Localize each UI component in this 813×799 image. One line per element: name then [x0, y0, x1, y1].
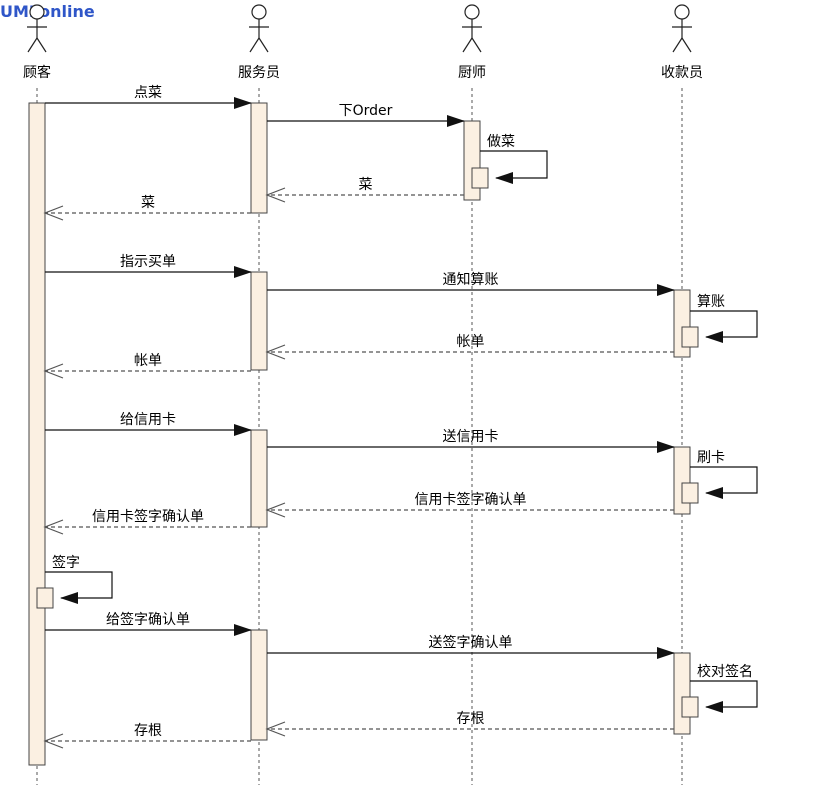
- actor-figure-icon: [672, 4, 692, 53]
- message-label: 存根: [134, 723, 162, 739]
- message-label: 刷卡: [697, 450, 725, 466]
- message-m1: 点菜: [45, 85, 252, 109]
- activation-bar-waiter: [250, 102, 268, 214]
- open-arrowhead-icon: [265, 344, 286, 360]
- message-label: 校对签名: [697, 663, 753, 680]
- message-m2: 下Order: [267, 103, 465, 127]
- message-label: 给签字确认单: [106, 611, 190, 628]
- message-m12: 送信用卡: [267, 429, 675, 453]
- activation-bar-cashier: [673, 446, 691, 515]
- message-m13: 刷卡: [681, 450, 758, 504]
- actor-name: 收款员: [661, 65, 703, 81]
- actor-figure-icon: [462, 4, 482, 53]
- open-arrowhead-icon: [43, 363, 64, 379]
- message-label: 信用卡签字确认单: [415, 491, 527, 508]
- message-m7: 通知算账: [267, 271, 675, 296]
- open-arrowhead-icon: [43, 205, 64, 221]
- self-call-arrow: [480, 150, 548, 184]
- message-label: 下Order: [339, 103, 393, 119]
- message-label: 信用卡签字确认单: [92, 508, 204, 525]
- self-call-arrow: [690, 310, 758, 343]
- message-m4: 菜: [265, 177, 464, 203]
- message-label: 指示买单: [120, 254, 176, 270]
- message-label: 给信用卡: [120, 412, 176, 428]
- self-call-arrow: [45, 571, 113, 604]
- message-m21: 存根: [43, 723, 251, 749]
- message-m8: 算账: [681, 294, 758, 348]
- open-arrowhead-icon: [43, 733, 64, 749]
- actor-name: 服务员: [238, 65, 280, 81]
- actor-name: 顾客: [23, 64, 51, 81]
- self-activation-box: [681, 326, 699, 348]
- message-m19: 校对签名: [681, 663, 758, 718]
- activation-bar-waiter: [250, 629, 268, 741]
- self-activation-box: [681, 482, 699, 504]
- activation-bar-waiter: [250, 271, 268, 371]
- actor-figure-icon: [249, 4, 269, 53]
- self-activation-box: [681, 696, 699, 718]
- message-m14: 信用卡签字确认单: [265, 491, 674, 518]
- message-m5: 菜: [43, 195, 251, 221]
- message-label: 做菜: [487, 134, 515, 150]
- message-m18: 送签字确认单: [267, 634, 675, 659]
- message-label: 送签字确认单: [429, 634, 513, 651]
- message-m15: 信用卡签字确认单: [43, 508, 251, 535]
- message-label: 签字: [52, 554, 80, 571]
- actor-chef: 厨师: [458, 4, 486, 81]
- actor-waiter: 服务员: [238, 4, 280, 81]
- message-label: 算账: [697, 294, 725, 310]
- message-label: 存根: [457, 711, 485, 727]
- self-call-arrow: [690, 680, 758, 713]
- self-activation-box: [471, 167, 489, 189]
- message-label: 帐单: [134, 353, 162, 369]
- message-m9: 帐单: [265, 334, 674, 360]
- actor-name: 厨师: [458, 65, 486, 81]
- watermark-logo: UMLonline: [0, 2, 95, 21]
- message-label: 帐单: [457, 334, 485, 350]
- message-label: 通知算账: [443, 271, 499, 288]
- actor-cashier: 收款员: [661, 4, 703, 81]
- message-m6: 指示买单: [45, 254, 252, 278]
- message-label: 点菜: [134, 85, 162, 101]
- message-label: 菜: [141, 195, 155, 211]
- open-arrowhead-icon: [43, 519, 64, 535]
- message-m20: 存根: [265, 711, 674, 737]
- self-call-arrow: [690, 466, 758, 499]
- actor-customer: 顾客: [23, 4, 51, 81]
- activation-bar-waiter: [250, 429, 268, 528]
- activation-bar-cashier: [673, 652, 691, 735]
- message-m17: 给签字确认单: [45, 611, 252, 636]
- message-m16: 签字: [36, 554, 113, 609]
- activation-bar-customer: [28, 102, 46, 766]
- open-arrowhead-icon: [265, 721, 286, 737]
- self-activation-box: [36, 587, 54, 609]
- message-label: 菜: [359, 177, 373, 193]
- message-m11: 给信用卡: [45, 412, 252, 436]
- open-arrowhead-icon: [265, 502, 286, 518]
- open-arrowhead-icon: [265, 187, 286, 203]
- actor-figure-icon: [27, 4, 47, 53]
- message-m10: 帐单: [43, 353, 251, 379]
- message-m3: 做菜: [471, 134, 548, 189]
- message-label: 送信用卡: [443, 429, 499, 445]
